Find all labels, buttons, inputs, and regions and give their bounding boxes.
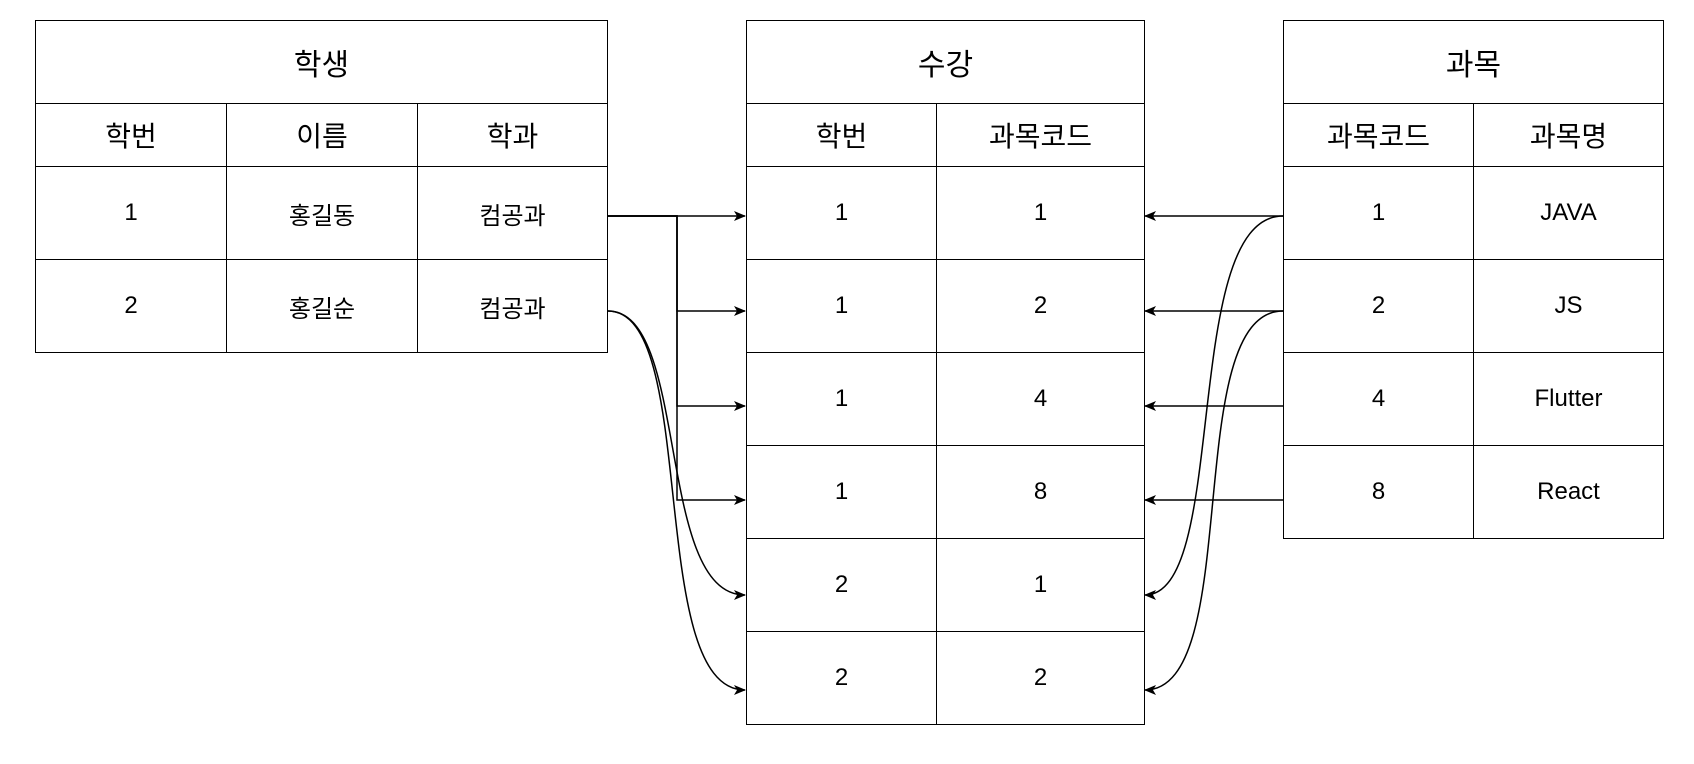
table-row: 1 8: [746, 445, 1146, 539]
table-row: 1 2: [746, 259, 1146, 353]
table-cell: 4: [935, 352, 1146, 446]
table-cell: JS: [1472, 259, 1665, 353]
table-row: 2 2: [746, 631, 1146, 725]
student-table-title: 학생: [35, 20, 608, 104]
column-header: 이름: [226, 103, 418, 167]
table-row: 2 JS: [1283, 259, 1665, 353]
student-table: 학생 학번 이름 학과 1 홍길동 컴공과 2 홍길순 컴공과: [35, 20, 608, 353]
table-cell: 1: [746, 166, 937, 260]
table-cell: 8: [935, 445, 1146, 539]
table-row: 2 홍길순 컴공과: [35, 259, 608, 353]
connector-course1-enroll5: [1144, 215, 1284, 600]
column-header: 학과: [417, 103, 608, 167]
table-cell: 2: [746, 631, 937, 725]
table-row: 1 1: [746, 166, 1146, 260]
connector-course2-enroll6: [1144, 310, 1284, 695]
column-header: 과목코드: [935, 103, 1146, 167]
column-header: 학번: [746, 103, 937, 167]
table-cell: 8: [1283, 445, 1474, 539]
table-cell: 1: [935, 166, 1146, 260]
table-cell: React: [1472, 445, 1665, 539]
table-row: 2 1: [746, 538, 1146, 632]
table-row: 8 React: [1283, 445, 1665, 539]
connector-student2-enroll6: [607, 310, 746, 695]
table-cell: 홍길순: [226, 259, 418, 353]
table-cell: 컴공과: [417, 166, 608, 260]
enrollment-table-header-row: 학번 과목코드: [746, 103, 1146, 167]
table-cell: 1: [35, 166, 227, 260]
table-cell: 2: [935, 259, 1146, 353]
table-cell: 2: [746, 538, 937, 632]
table-row: 1 JAVA: [1283, 166, 1665, 260]
column-header: 과목명: [1472, 103, 1665, 167]
enrollment-table: 수강 학번 과목코드 1 1 1 2 1 4 1 8 2 1 2 2: [745, 20, 1146, 725]
table-cell: 1: [1283, 166, 1474, 260]
table-cell: 2: [1283, 259, 1474, 353]
table-cell: 1: [935, 538, 1146, 632]
course-table-header-row: 과목코드 과목명: [1283, 103, 1665, 167]
table-row: 1 홍길동 컴공과: [35, 166, 608, 260]
student-table-title-row: 학생: [35, 20, 608, 104]
table-cell: 2: [935, 631, 1146, 725]
table-cell: 컴공과: [417, 259, 608, 353]
course-table: 과목 과목코드 과목명 1 JAVA 2 JS 4 Flutter 8 Reac…: [1282, 20, 1665, 539]
course-table-title: 과목: [1282, 20, 1665, 104]
table-cell: 1: [746, 259, 937, 353]
enrollment-table-title: 수강: [745, 20, 1146, 104]
connector-student1-enroll4: [608, 215, 746, 505]
enrollment-table-title-row: 수강: [745, 20, 1146, 104]
course-table-title-row: 과목: [1282, 20, 1665, 104]
connector-student2-enroll5: [607, 310, 746, 600]
table-cell: 2: [35, 259, 227, 353]
table-row: 4 Flutter: [1283, 352, 1665, 446]
table-cell: 1: [746, 445, 937, 539]
column-header: 과목코드: [1283, 103, 1474, 167]
table-cell: Flutter: [1472, 352, 1665, 446]
